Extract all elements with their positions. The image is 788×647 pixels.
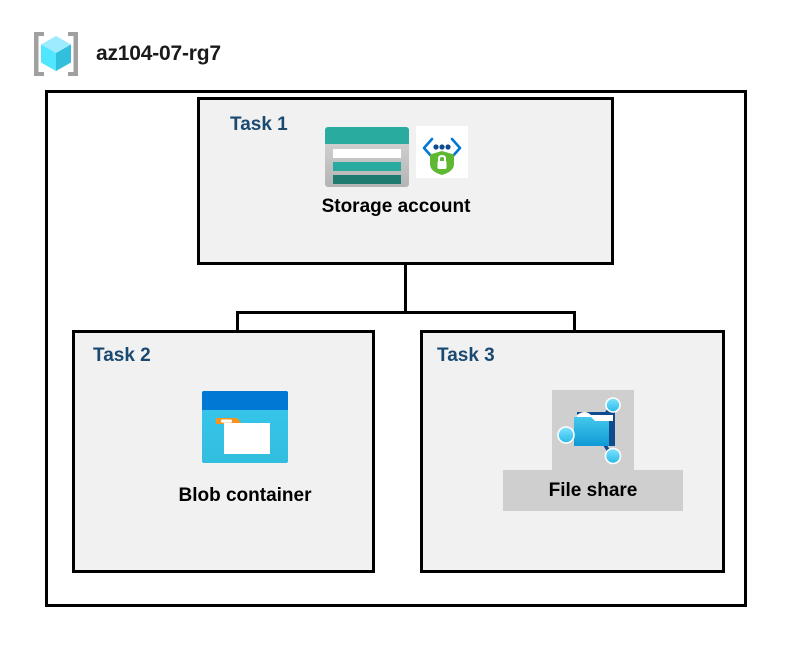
storage-account-caption: Storage account — [321, 196, 471, 217]
task-2-box: Task 2 — [72, 330, 375, 573]
blob-container-node[interactable]: Blob container — [150, 390, 340, 507]
task-2-label: Task 2 — [93, 345, 151, 366]
storage-account-node[interactable]: Storage account — [296, 126, 496, 218]
file-share-icon-highlight — [552, 390, 634, 470]
file-share-icon — [555, 391, 631, 470]
resource-group-icon — [30, 28, 82, 80]
blob-container-icon — [201, 390, 289, 469]
task-1-label: Task 1 — [230, 114, 288, 135]
resource-group-title: az104-07-rg7 — [96, 42, 221, 65]
file-share-caption-highlight: File share — [503, 470, 683, 511]
secure-endpoint-icon — [416, 126, 468, 183]
task-3-label: Task 3 — [437, 345, 495, 366]
file-share-node[interactable]: File share — [493, 390, 693, 511]
connector-distribution-bus — [236, 311, 576, 314]
storage-account-icon-group — [324, 126, 468, 188]
connector-trunk-extension — [404, 265, 407, 312]
file-share-caption: File share — [548, 479, 638, 501]
blob-container-caption: Blob container — [178, 485, 312, 506]
resource-group-header: az104-07-rg7 — [30, 26, 221, 82]
storage-account-icon — [324, 126, 410, 193]
